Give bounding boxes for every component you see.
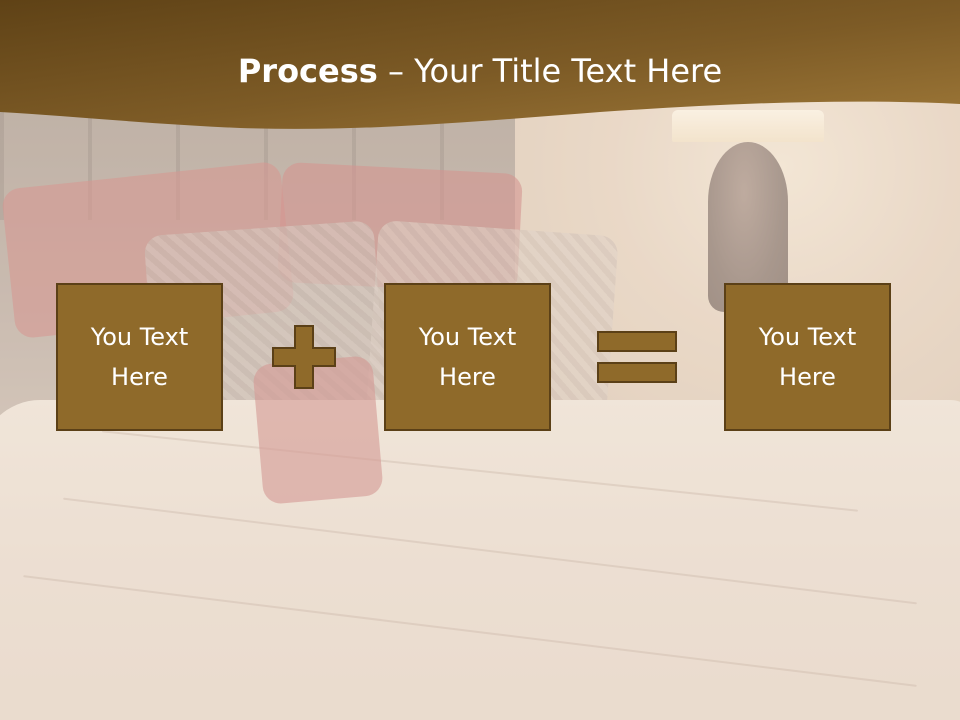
photo-comforter	[0, 400, 960, 720]
process-box-1-text: You Text Here	[90, 323, 189, 391]
slide-title-rest: – Your Title Text Here	[377, 52, 723, 90]
plus-icon	[272, 325, 336, 389]
process-box-3-text: You Text Here	[758, 323, 857, 391]
process-box-2[interactable]: You Text Here	[384, 283, 551, 431]
slide-title-bold: Process	[237, 52, 378, 90]
process-box-1[interactable]: You Text Here	[56, 283, 223, 431]
process-box-2-text: You Text Here	[418, 323, 517, 391]
slide-title: Process – Your Title Text Here	[0, 52, 960, 90]
title-banner-shape	[0, 0, 960, 129]
photo-lamp-shade	[672, 110, 824, 142]
equals-icon	[597, 331, 677, 383]
title-banner: Process – Your Title Text Here	[0, 0, 960, 140]
process-box-3[interactable]: You Text Here	[724, 283, 891, 431]
